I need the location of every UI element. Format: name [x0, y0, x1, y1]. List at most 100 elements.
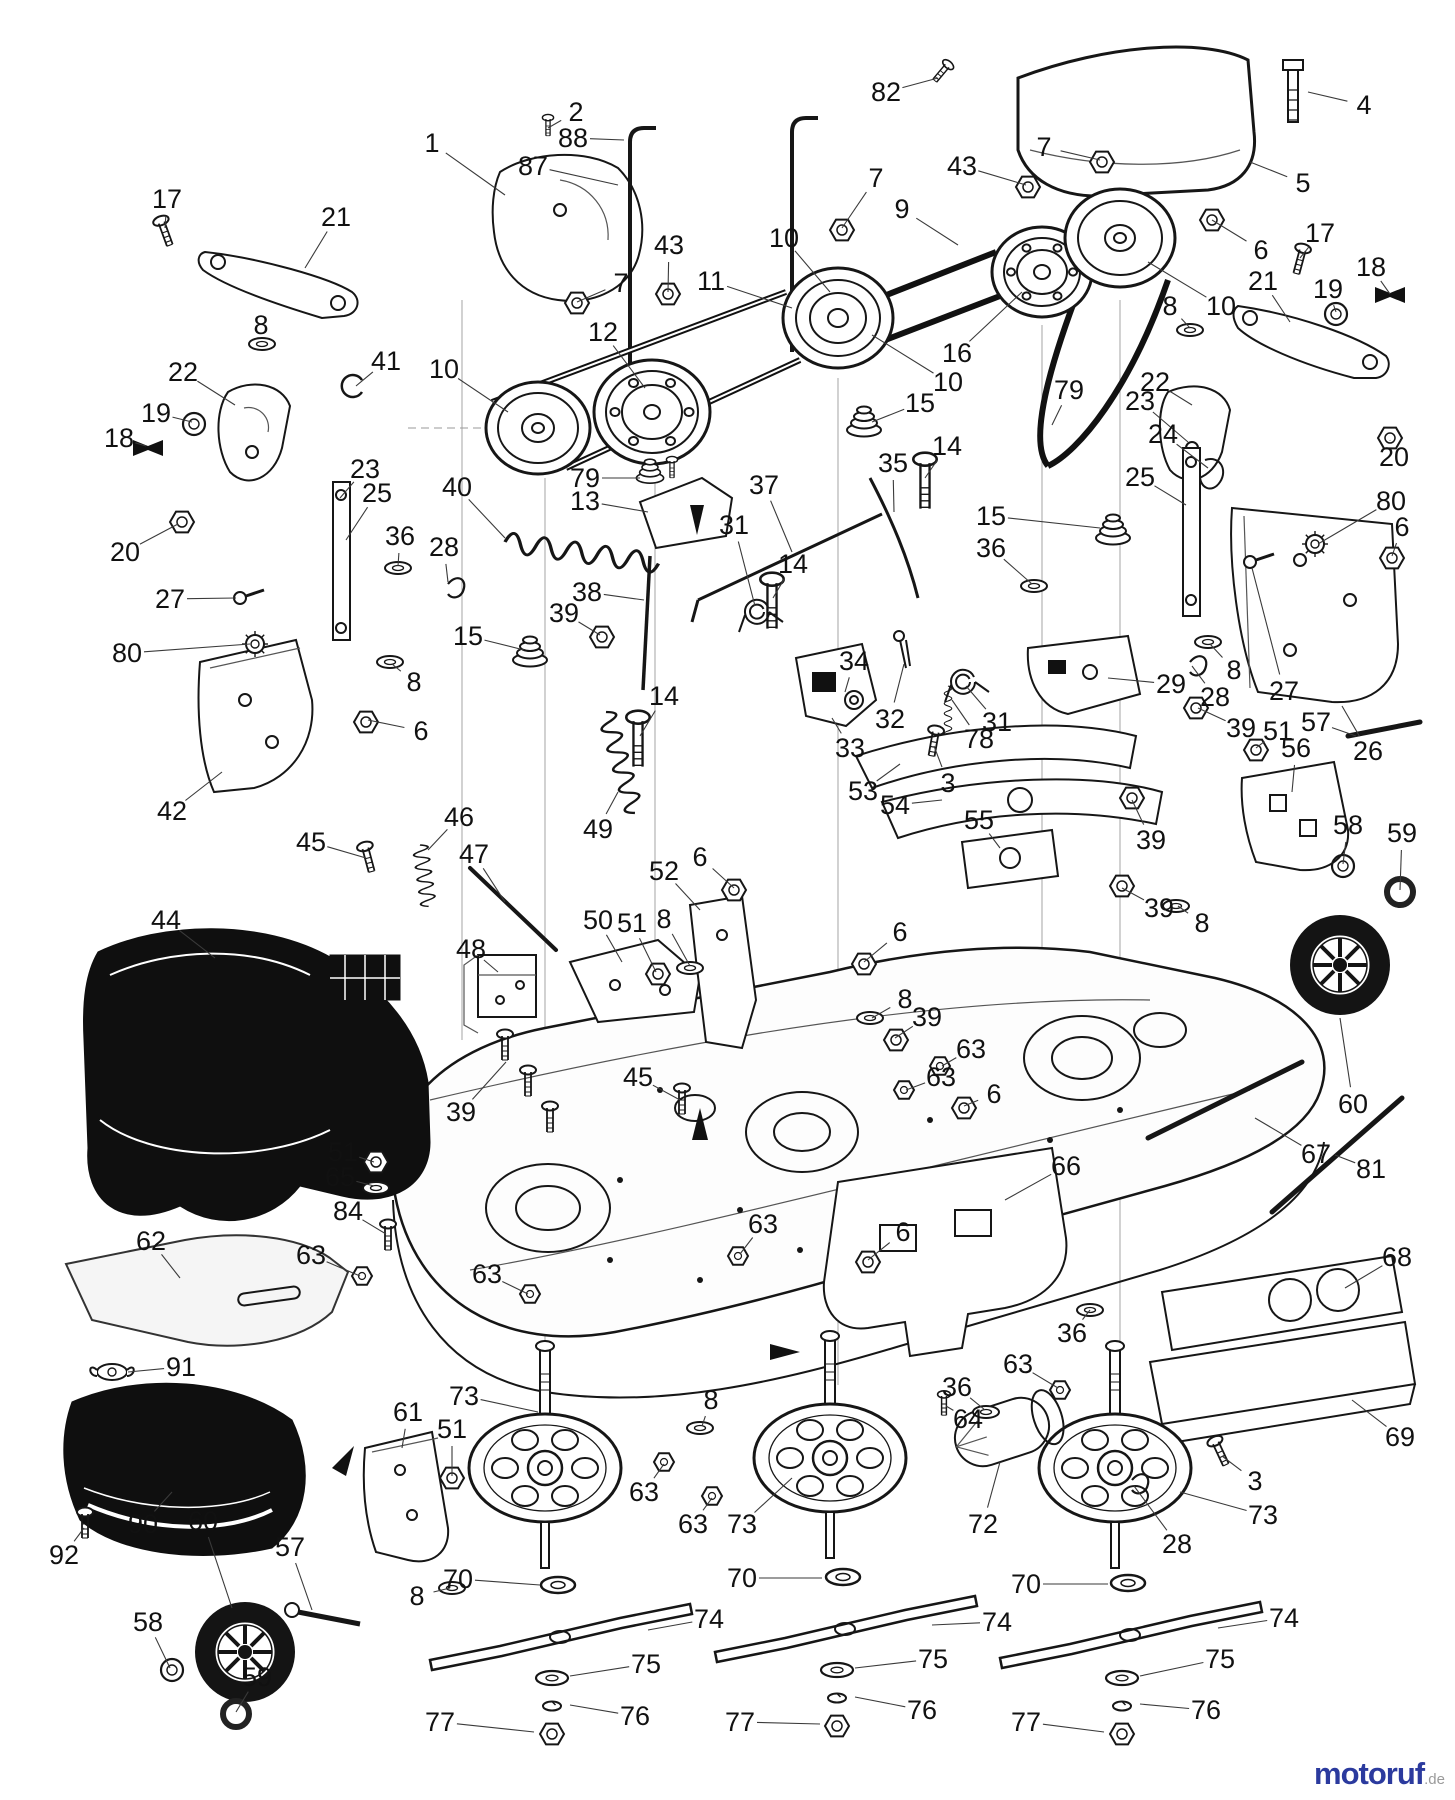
belt-guard [1016, 45, 1257, 198]
washer-icon [376, 655, 404, 669]
callout-label-65: 65 [325, 1162, 355, 1192]
drive-belt-loop [1037, 284, 1083, 468]
leader-line [471, 1061, 507, 1100]
leader-line [1254, 1117, 1302, 1146]
leader-line [892, 479, 895, 513]
callout-label-8: 8 [253, 310, 268, 340]
leader-line [1191, 665, 1206, 684]
callout-label-36: 36 [976, 533, 1006, 563]
callout-label-45: 45 [623, 1062, 653, 1092]
leader-line [355, 371, 374, 387]
retainer-clip-icon [133, 440, 163, 456]
leader-line [1042, 1723, 1105, 1733]
leader-line [647, 1621, 693, 1631]
leader-line [831, 717, 842, 734]
leader-line [978, 170, 1027, 186]
idler-arm [1232, 304, 1390, 379]
callout-label-88: 88 [558, 123, 588, 153]
leader-line [339, 481, 355, 499]
nut-icon [1089, 150, 1115, 174]
leader-line [1131, 799, 1145, 825]
leader-line [867, 1242, 891, 1261]
callout-label-49: 49 [583, 814, 613, 844]
callout-label-38: 38 [572, 577, 602, 607]
callout-label-57: 57 [1301, 707, 1331, 737]
cotter-pin [893, 630, 911, 669]
callout-label-9: 9 [894, 194, 909, 224]
callout-label-3: 3 [940, 768, 955, 798]
callout-label-18: 18 [104, 423, 134, 453]
blade-washer-icon [819, 1661, 855, 1679]
carriage-bolt-icon [624, 709, 652, 768]
leader-line [1107, 677, 1155, 683]
leader-line [356, 1180, 375, 1187]
leader-line [326, 1261, 361, 1277]
callout-label-2: 2 [568, 97, 583, 127]
callout-label-70: 70 [1011, 1569, 1041, 1599]
callout-label-11: 11 [697, 266, 725, 296]
belt-keeper-rod [790, 116, 818, 352]
leader-line [359, 1156, 375, 1163]
left-shields [63, 928, 450, 1704]
hex-bolt-icon [351, 1266, 373, 1286]
bolt-icon [379, 1218, 397, 1251]
leader-line [605, 791, 619, 815]
bolt-icon [355, 838, 381, 875]
callout-label-8: 8 [409, 1581, 424, 1611]
nut-icon [883, 1028, 909, 1052]
callout-label-36: 36 [385, 521, 415, 551]
leader-line [1007, 517, 1101, 529]
callout-label-15: 15 [453, 621, 483, 651]
callout-label-45: 45 [296, 827, 326, 857]
nut-icon [645, 962, 671, 986]
watermark-brand: motoruf [1314, 1756, 1425, 1791]
leader-line [1344, 1265, 1383, 1289]
callout-label-51: 51 [328, 1137, 358, 1167]
leader-line [235, 1691, 249, 1713]
callout-label-19: 19 [141, 398, 171, 428]
callout-label-20: 20 [1379, 442, 1409, 472]
extension-spring-icon [596, 708, 645, 817]
leader-line [893, 663, 905, 703]
callout-label-76: 76 [907, 1695, 937, 1725]
callout-label-63: 63 [926, 1062, 956, 1092]
callout-label-19: 19 [1313, 274, 1343, 304]
callout-label-74: 74 [1269, 1603, 1299, 1633]
leader-line [876, 763, 901, 782]
discharge-chute [83, 928, 431, 1222]
washer-icon [1020, 579, 1048, 593]
callout-label-51: 51 [1263, 716, 1293, 746]
leader-line [549, 169, 619, 186]
callout-label-69: 69 [1385, 1422, 1415, 1452]
callout-label-73: 73 [449, 1381, 479, 1411]
callout-label-74: 74 [694, 1604, 724, 1634]
leader-line [754, 1477, 793, 1513]
callout-label-73: 73 [1248, 1500, 1278, 1530]
nut-icon [169, 510, 195, 534]
callout-label-84: 84 [333, 1196, 363, 1226]
leader-line [502, 1281, 529, 1295]
arrow-down [690, 505, 704, 535]
leader-line [916, 217, 959, 246]
callout-label-23: 23 [1125, 386, 1155, 416]
leader-line [143, 643, 251, 653]
leader-line [468, 499, 506, 539]
nut-icon [829, 218, 855, 242]
brake-cam [217, 383, 292, 482]
leader-line [871, 1007, 891, 1019]
idler-arm [197, 250, 359, 320]
hex-bolt-icon [701, 1486, 723, 1506]
callout-label-29: 29 [1156, 669, 1186, 699]
callout-label-28: 28 [429, 532, 459, 562]
callout-label-78: 78 [964, 724, 994, 754]
leader-line [601, 503, 649, 513]
leader-line [988, 833, 1001, 849]
hex-bolt-icon [519, 1284, 541, 1304]
callout-label-75: 75 [631, 1649, 661, 1679]
callout-label-4: 4 [1356, 90, 1371, 120]
callout-label-60: 60 [188, 1506, 218, 1536]
front-mount-parts [463, 894, 758, 1050]
callout-label-64: 64 [953, 1404, 983, 1434]
callout-label-22: 22 [1140, 367, 1170, 397]
